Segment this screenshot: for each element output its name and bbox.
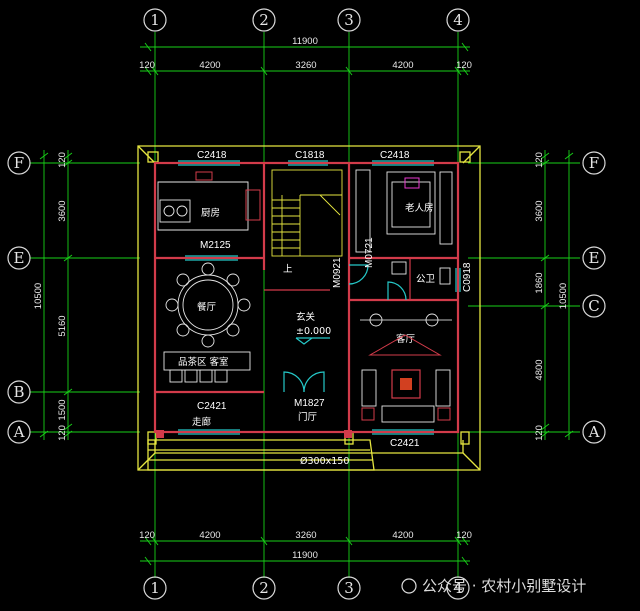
- dim-bay3: 4200: [392, 530, 413, 541]
- axis-label-3: 3: [344, 579, 354, 597]
- room-label-kitchen: 厨房: [201, 207, 220, 219]
- dim-right-f-e: 3600: [534, 200, 545, 221]
- dim-left-edge: 120: [57, 425, 68, 441]
- room-label-bedroom: 老人房: [405, 202, 434, 214]
- axis-label-E: E: [14, 249, 25, 267]
- axis-bubble-B-left: B: [7, 380, 31, 404]
- window-label: C2418: [380, 150, 410, 161]
- axis-bubble-F-left: F: [7, 151, 31, 175]
- axis-label-1: 1: [150, 579, 160, 597]
- axis-bubble-E-right: E: [582, 246, 606, 270]
- door-label: M0721: [364, 237, 375, 268]
- room-label-foyer: 玄关: [296, 311, 316, 323]
- foyer: 玄关 ±0.000 门厅 走廊: [192, 311, 331, 428]
- window-label: C2418: [197, 150, 227, 161]
- living-room: 客厅: [360, 313, 452, 423]
- dim-left-b-a: 1500: [57, 399, 68, 420]
- walls: [153, 161, 460, 438]
- watermark: 公众号 · 农村小别墅设计: [401, 577, 586, 595]
- dim-total-bottom: 11900: [292, 550, 318, 561]
- dim-right-c-a: 4800: [534, 359, 545, 380]
- axis-label-2: 2: [259, 579, 269, 597]
- dim-right-edge: 120: [534, 152, 545, 168]
- building-outline: [137, 145, 481, 471]
- axis-label-A: A: [588, 423, 600, 441]
- axis-label-2: 2: [259, 11, 269, 29]
- dim-bay2: 3260: [295, 60, 316, 71]
- dim-right-e-c: 1860: [534, 272, 545, 293]
- window-label: C0918: [462, 262, 473, 292]
- axis-bubble-A-left: A: [7, 420, 31, 444]
- room-label-hall: 门厅: [298, 411, 318, 423]
- door-label: M1827: [294, 398, 325, 409]
- door-label: M0921: [332, 257, 343, 288]
- dim-bay3: 4200: [392, 60, 413, 71]
- dim-left-total: 10500: [33, 283, 44, 309]
- dim-right-total: 10500: [558, 283, 569, 309]
- axis-label-4: 4: [453, 579, 463, 597]
- dim-edge: 120: [456, 60, 472, 71]
- axis-bubble-2-bottom: 2: [252, 576, 276, 600]
- axis-grid: [30, 32, 580, 578]
- column-note: Ø300x150: [300, 456, 349, 467]
- window-label: C1818: [295, 150, 325, 161]
- dim-edge: 120: [139, 60, 155, 71]
- axis-label-B: B: [13, 383, 24, 401]
- window-label: C2421: [197, 401, 227, 412]
- room-label-dining: 餐厅: [197, 301, 217, 313]
- axis-label-3: 3: [344, 11, 354, 29]
- axis-bubble-3-top: 3: [337, 8, 361, 32]
- axis-bubble-1-bottom: 1: [143, 576, 167, 600]
- axis-label-1: 1: [150, 11, 160, 29]
- dim-right-edge: 120: [534, 425, 545, 441]
- dining-room: 餐厅 品茶区 客室: [163, 262, 251, 383]
- axis-label-4: 4: [453, 11, 463, 29]
- dim-left-edge: 120: [57, 152, 68, 168]
- watermark-text: 公众号 · 农村小别墅设计: [422, 577, 586, 595]
- wechat-icon: [401, 578, 417, 594]
- floor-level: ±0.000: [296, 326, 331, 337]
- axis-bubble-4-top: 4: [446, 8, 470, 32]
- left-dimensions: 10500 120 3600 5160 1500 120: [33, 150, 73, 441]
- axis-bubble-E-left: E: [7, 246, 31, 270]
- axis-bubble-2-top: 2: [252, 8, 276, 32]
- axis-bubble-C-right: C: [582, 294, 606, 318]
- axis-label-E: E: [589, 249, 600, 267]
- dim-left-f-e: 3600: [57, 200, 68, 221]
- elderly-bedroom: 老人房: [355, 169, 453, 253]
- axis-bubble-F-right: F: [582, 151, 606, 175]
- axis-bubble-4-bottom: 4: [446, 576, 470, 600]
- bathroom: 公卫: [391, 261, 451, 285]
- axis-label-C: C: [588, 297, 599, 315]
- windows: C2418 C1818 C2418 M2125 M0921 M0721 C091…: [178, 150, 473, 449]
- dim-bay1: 4200: [199, 60, 220, 71]
- dim-edge: 120: [456, 530, 472, 541]
- axis-label-A: A: [13, 423, 25, 441]
- dim-left-e-b: 5160: [57, 315, 68, 336]
- staircase: 上: [271, 169, 343, 275]
- axis-label-F: F: [14, 154, 24, 172]
- dim-bay1: 4200: [199, 530, 220, 541]
- bottom-dimensions: 120 4200 3260 4200 120 11900: [139, 530, 472, 566]
- top-dimensions: 11900 120 4200 3260 4200 120: [139, 36, 472, 76]
- stair-up-label: 上: [283, 264, 293, 275]
- entry-door-swing: [283, 371, 325, 393]
- dim-edge: 120: [139, 530, 155, 541]
- room-label-corridor: 走廊: [192, 416, 212, 428]
- dim-total-top: 11900: [292, 36, 318, 47]
- cabinet-label: 品茶区 客室: [178, 356, 229, 368]
- axis-bubble-1-top: 1: [143, 8, 167, 32]
- door-label: M2125: [200, 240, 231, 251]
- room-label-living: 客厅: [396, 333, 416, 345]
- axis-label-F: F: [589, 154, 599, 172]
- room-label-bath: 公卫: [416, 274, 436, 285]
- axis-bubble-A-right: A: [582, 420, 606, 444]
- dim-bay2: 3260: [295, 530, 316, 541]
- right-dimensions: 120 3600 1860 4800 120 10500: [534, 150, 574, 441]
- window-label: C2421: [390, 438, 420, 449]
- interior-door-swing: [348, 264, 407, 301]
- kitchen: 厨房: [157, 171, 261, 231]
- axis-bubble-3-bottom: 3: [337, 576, 361, 600]
